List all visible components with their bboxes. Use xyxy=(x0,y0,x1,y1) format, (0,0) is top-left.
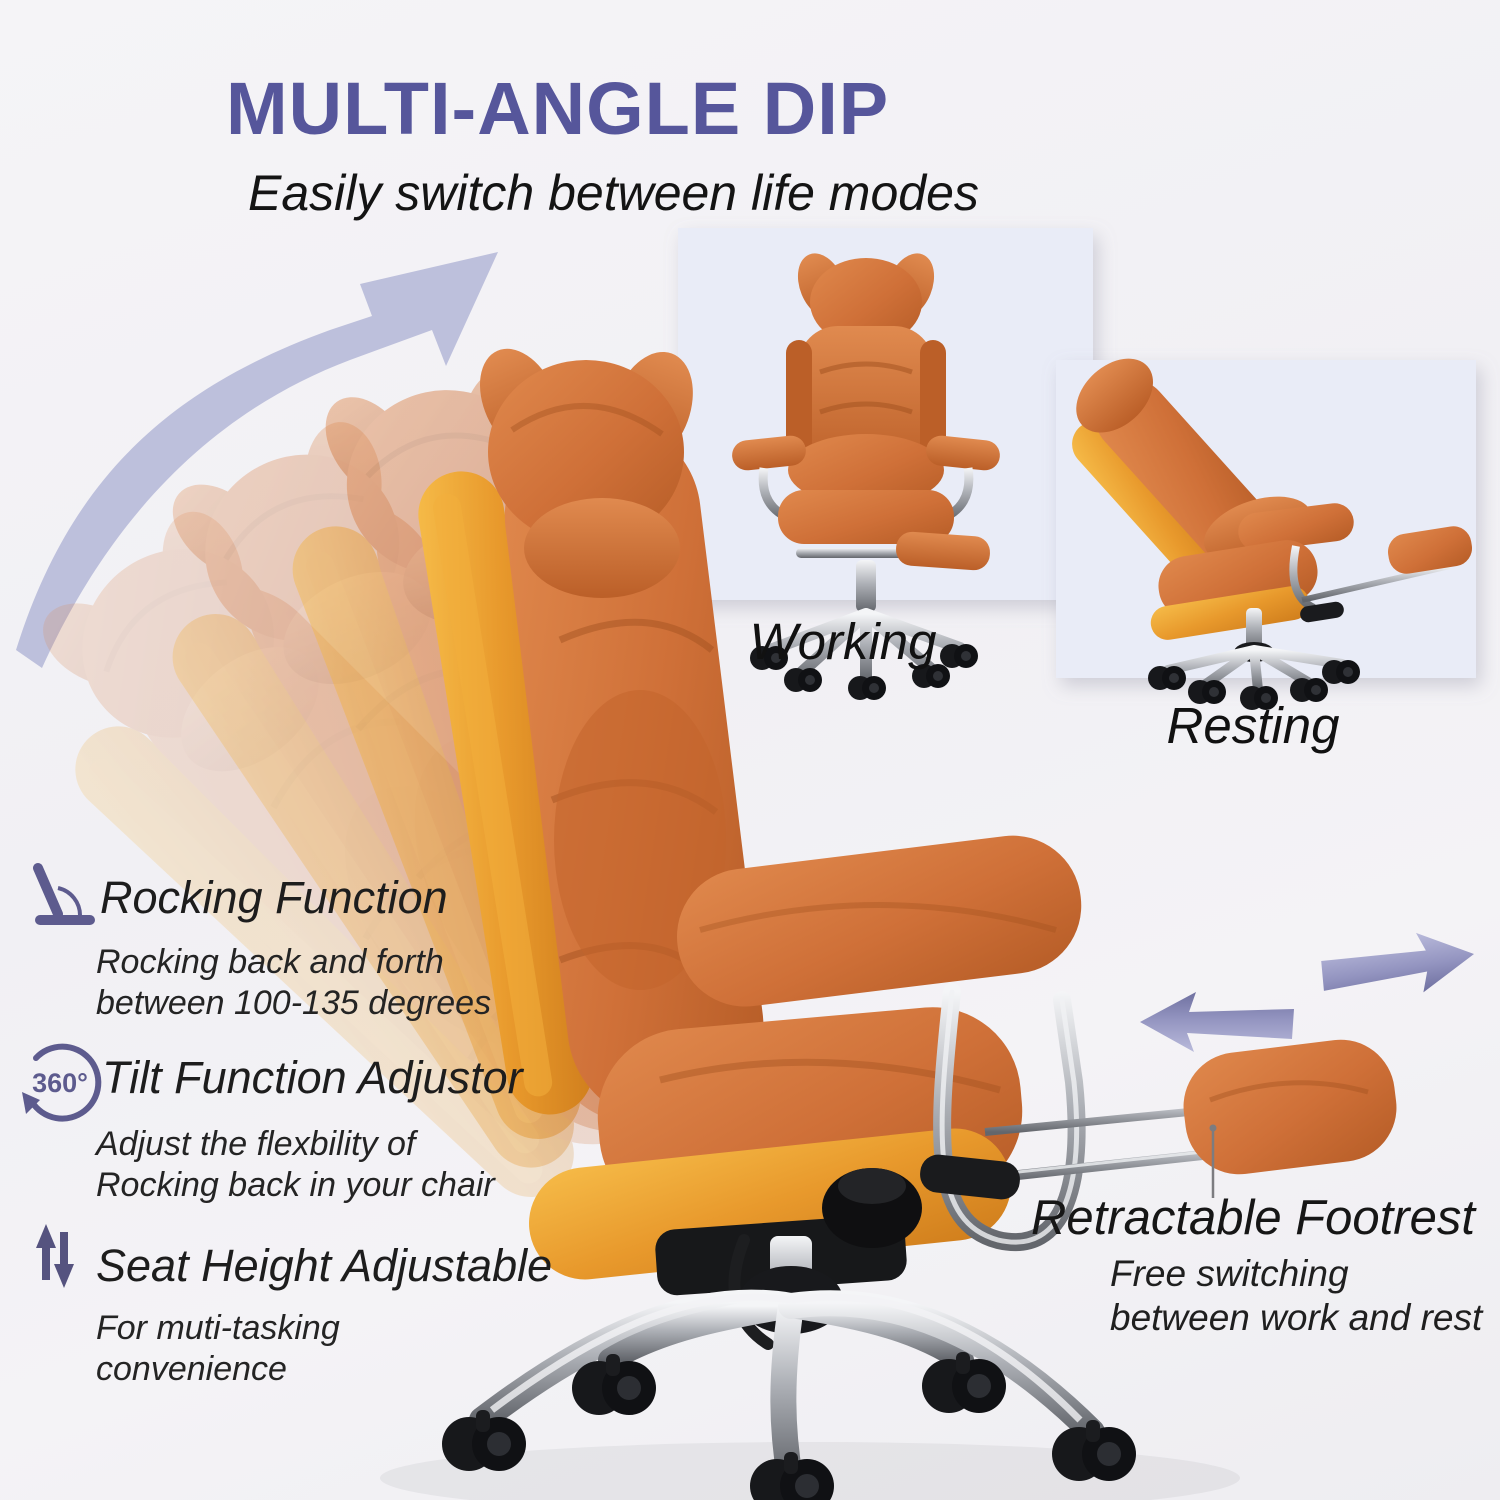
feature-seat-height-description: For muti-tasking convenience xyxy=(96,1309,340,1388)
svg-text:360°: 360° xyxy=(32,1068,88,1098)
arrow-right-icon xyxy=(1317,924,1479,1008)
feature-tilt-title: Tilt Function Adjustor xyxy=(102,1052,523,1103)
arrow-left-icon xyxy=(1140,992,1294,1052)
footrest-callout-title: Retractable Footrest xyxy=(1031,1191,1475,1245)
resting-label: Resting xyxy=(1166,697,1340,754)
working-mode-panel xyxy=(678,228,1093,700)
feature-rocking-title: Rocking Function xyxy=(100,872,448,923)
curved-recline-arrow-icon xyxy=(16,252,498,668)
recline-angle-icon xyxy=(33,863,95,925)
resting-chair-photo xyxy=(1072,358,1473,710)
working-chair-photo xyxy=(732,253,1000,700)
resting-mode-panel xyxy=(1056,358,1476,710)
feature-tilt-description: Adjust the flexbility of Rocking back in… xyxy=(96,1125,495,1204)
page-title: MULTI-ANGLE DIP xyxy=(226,67,890,150)
feature-rocking-description: Rocking back and forth between 100-135 d… xyxy=(96,943,492,1022)
footrest-pointer-line xyxy=(1209,1124,1217,1198)
working-label: Working xyxy=(749,613,937,670)
main-chair-photo xyxy=(380,336,1397,1500)
feature-seat-height-title: Seat Height Adjustable xyxy=(96,1240,553,1291)
height-adjust-icon xyxy=(36,1224,74,1288)
footrest-callout-description: Free switching between work and rest xyxy=(1110,1253,1483,1339)
rotate-360-icon: 360° xyxy=(22,1043,102,1122)
page-subtitle: Easily switch between life modes xyxy=(248,165,979,221)
